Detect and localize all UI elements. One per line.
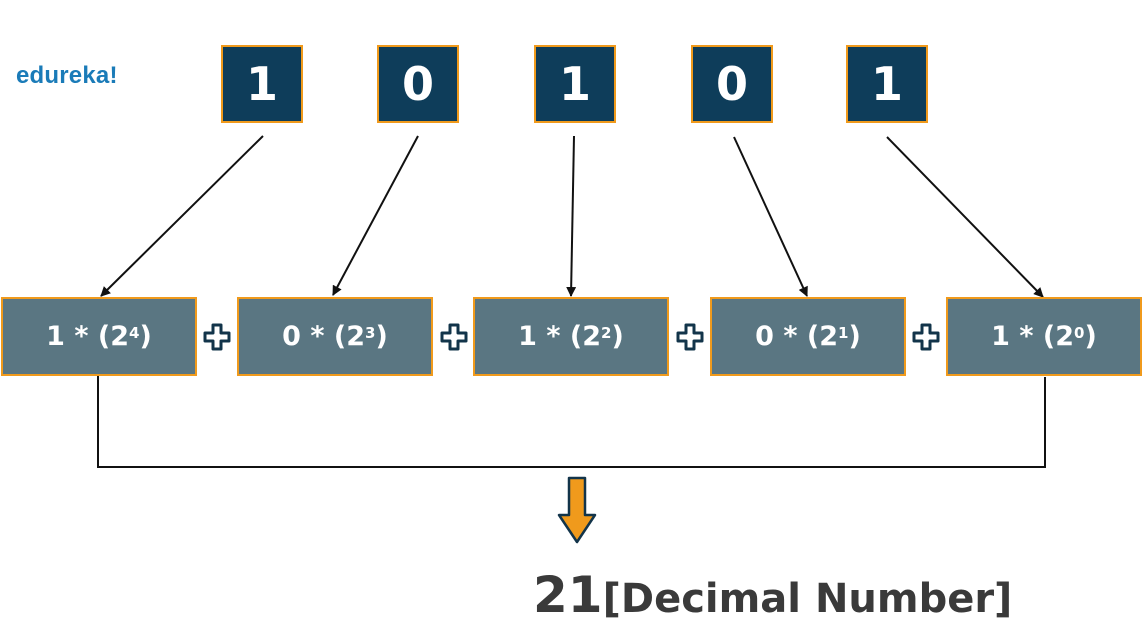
bit-box-5: 1 <box>846 45 928 123</box>
arrow-bit5-to-term5 <box>886 136 1044 298</box>
term-exponent: 2 <box>601 323 612 342</box>
arrow-bit2-to-term2 <box>332 135 419 296</box>
term-coef: 1 <box>46 321 65 352</box>
sum-bracket <box>97 376 1046 468</box>
term-exponent: 0 <box>1074 323 1085 342</box>
bit-box-1: 1 <box>221 45 303 123</box>
term-base: 2 <box>346 321 366 352</box>
plus-icon <box>912 323 940 351</box>
edureka-logo: edureka! <box>16 62 118 89</box>
term-coef: 1 <box>991 321 1010 352</box>
term-op: * <box>310 321 325 352</box>
arrow-bit1-to-term1 <box>100 135 264 297</box>
result-label: [Decimal Number] <box>602 576 1013 622</box>
term-base: 2 <box>582 321 602 352</box>
result-value: 21 <box>533 566 603 624</box>
term-exponent: 1 <box>838 323 849 342</box>
term-op: * <box>74 321 89 352</box>
plus-icon <box>440 323 468 351</box>
bit-box-2: 0 <box>377 45 459 123</box>
term-coef: 1 <box>518 321 537 352</box>
term-exponent: 3 <box>365 323 376 342</box>
arrow-bit3-to-term3 <box>566 135 577 297</box>
bit-box-3: 1 <box>534 45 616 123</box>
result-text: 21[Decimal Number] <box>533 566 1012 624</box>
arrow-bit4-to-term4 <box>733 136 808 297</box>
term-base: 2 <box>819 321 839 352</box>
term-coef: 0 <box>755 321 774 352</box>
term-op: * <box>1019 321 1034 352</box>
term-op: * <box>546 321 561 352</box>
down-arrow-icon <box>557 476 597 544</box>
term-exponent: 4 <box>129 323 140 342</box>
term-op: * <box>783 321 798 352</box>
bit-box-4: 0 <box>691 45 773 123</box>
term-base: 2 <box>110 321 130 352</box>
plus-icon <box>203 323 231 351</box>
term-coef: 0 <box>282 321 301 352</box>
term-base: 2 <box>1055 321 1075 352</box>
plus-icon <box>676 323 704 351</box>
